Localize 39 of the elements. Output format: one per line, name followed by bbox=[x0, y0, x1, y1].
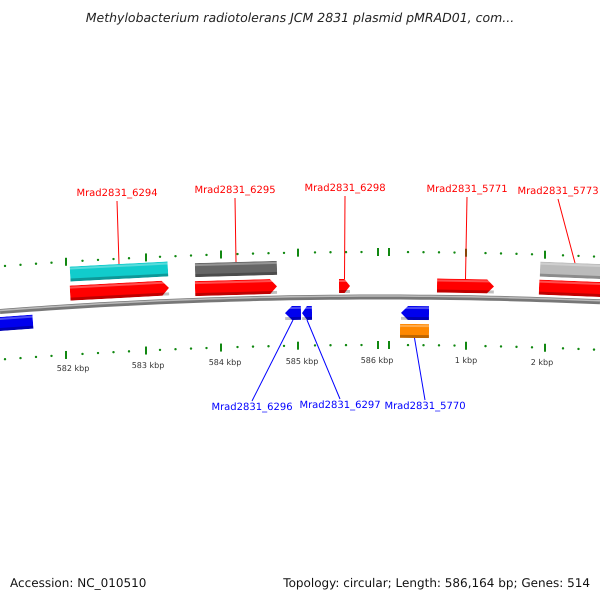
scale-label: 585 kbp bbox=[286, 357, 318, 366]
leader-line bbox=[465, 196, 468, 280]
gene-feature bbox=[302, 306, 312, 320]
scale-label: 583 kbp bbox=[132, 361, 164, 370]
accession-text: Accession: NC_010510 bbox=[10, 576, 146, 590]
gene-feature bbox=[338, 278, 350, 294]
gene-label: Mrad2831_5771 bbox=[426, 184, 508, 196]
scale-label: 584 kbp bbox=[208, 358, 242, 367]
scale-label: 582 kbp bbox=[56, 364, 90, 373]
scale-label: 1 kbp bbox=[454, 356, 478, 365]
leader-line bbox=[116, 200, 120, 264]
gene-label: Mrad2831_6296 bbox=[211, 402, 293, 414]
gene-label: Mrad2831_6295 bbox=[194, 185, 276, 197]
gene-feature bbox=[284, 306, 302, 320]
gene-label: Mrad2831_6297 bbox=[299, 400, 381, 412]
leader-line bbox=[234, 198, 236, 262]
scale-label: 2 kbp bbox=[530, 358, 554, 367]
scale-label: 586 kbp bbox=[360, 356, 394, 365]
gene-feature bbox=[400, 306, 430, 320]
gene-label: Mrad2831_5770 bbox=[384, 401, 466, 413]
gene-feature bbox=[194, 278, 278, 296]
leader-line bbox=[252, 320, 294, 402]
gene-feature bbox=[538, 280, 600, 298]
gene-label: Mrad2831_5773 bbox=[517, 186, 599, 198]
gene-feature bbox=[400, 324, 430, 338]
summary-text: Topology: circular; Length: 586,164 bp; Genes: 514 bbox=[283, 576, 590, 590]
gene-label: Mrad2831_6294 bbox=[76, 188, 158, 200]
gene-feature bbox=[0, 314, 34, 332]
gene-label: Mrad2831_6298 bbox=[304, 183, 386, 195]
leader-line bbox=[558, 198, 576, 264]
leader-line bbox=[306, 320, 340, 400]
title: Methylobacterium radiotolerans JCM 2831 plasmid pMRAD01, com... bbox=[84, 10, 516, 25]
gene-feature bbox=[194, 260, 278, 278]
gene-feature bbox=[70, 280, 170, 301]
gene-feature bbox=[70, 261, 168, 282]
gene-feature bbox=[540, 262, 600, 280]
leader-line bbox=[344, 196, 346, 280]
leader-line bbox=[414, 338, 426, 400]
gene-feature bbox=[436, 278, 494, 294]
